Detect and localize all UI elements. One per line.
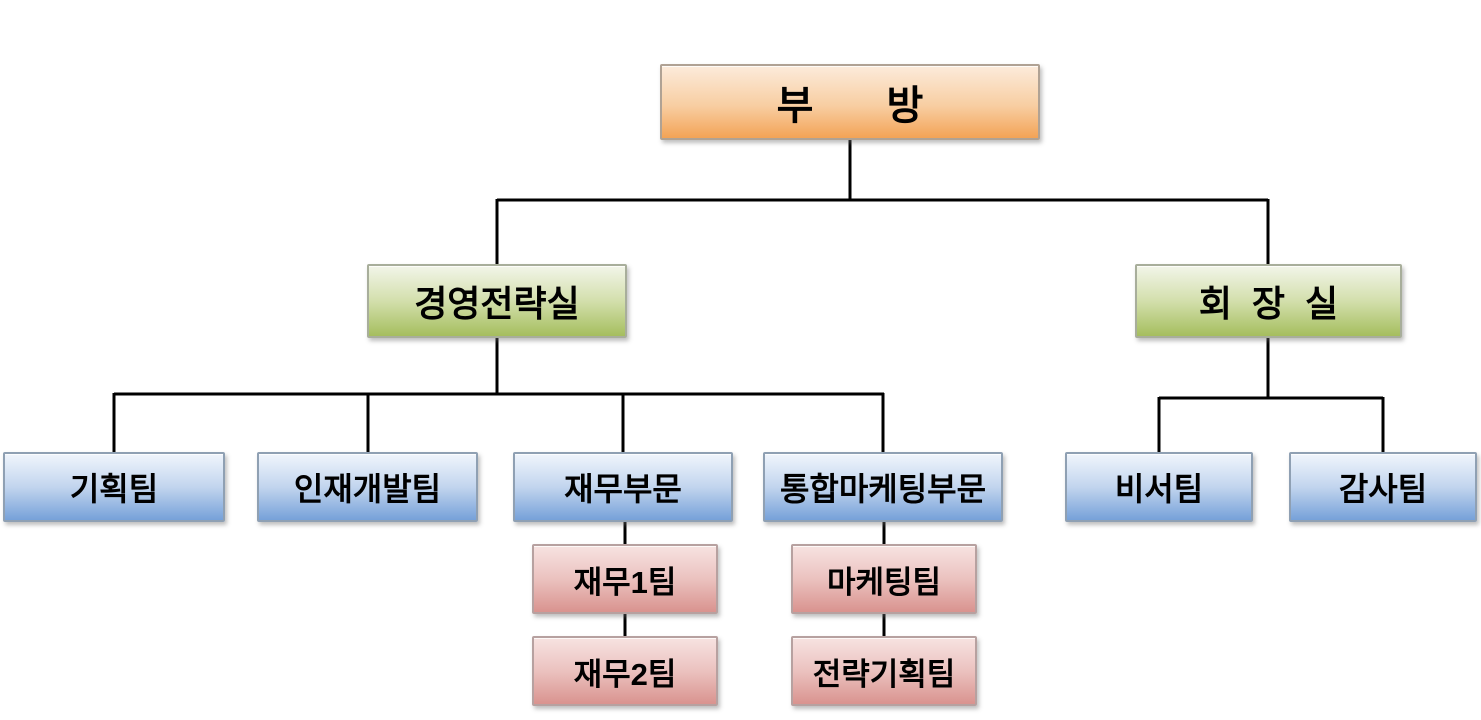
org-node-marketing-team-label: 마케팅팀	[826, 564, 942, 600]
org-node-finance-team-1: 재무1팀	[532, 544, 718, 614]
org-node-integrated-marketing-division: 통합마케팅부문	[763, 452, 1003, 522]
org-node-chairman-office-label: 회 장 실	[1198, 283, 1339, 324]
org-node-talent-dev-team-label: 인재개발팀	[293, 471, 442, 507]
org-node-finance-team-2-label: 재무2팀	[573, 656, 677, 692]
org-node-root-label: 부 방	[776, 84, 924, 128]
org-node-integrated-marketing-division-label: 통합마케팅부문	[779, 471, 987, 507]
org-node-strategic-planning-team-label: 전략기획팀	[812, 656, 956, 692]
org-node-planning-team-label: 기획팀	[69, 471, 159, 507]
org-node-finance-division-label: 재무부문	[564, 471, 682, 507]
org-node-strategy-office-label: 경영전략실	[414, 283, 580, 324]
org-node-talent-dev-team: 인재개발팀	[257, 452, 478, 522]
org-node-root: 부 방	[660, 64, 1040, 140]
org-node-audit-team: 감사팀	[1289, 452, 1477, 522]
org-node-strategic-planning-team: 전략기획팀	[791, 636, 977, 706]
org-node-secretary-team: 비서팀	[1065, 452, 1253, 522]
org-node-marketing-team: 마케팅팀	[791, 544, 977, 614]
org-node-secretary-team-label: 비서팀	[1114, 471, 1204, 507]
org-node-finance-division: 재무부문	[513, 452, 733, 522]
org-node-chairman-office: 회 장 실	[1135, 264, 1402, 338]
org-node-strategy-office: 경영전략실	[367, 264, 627, 338]
org-node-finance-team-1-label: 재무1팀	[573, 564, 677, 600]
connector-path	[112, 140, 1385, 636]
org-node-audit-team-label: 감사팀	[1338, 471, 1428, 507]
org-node-finance-team-2: 재무2팀	[532, 636, 718, 706]
org-node-planning-team: 기획팀	[3, 452, 225, 522]
